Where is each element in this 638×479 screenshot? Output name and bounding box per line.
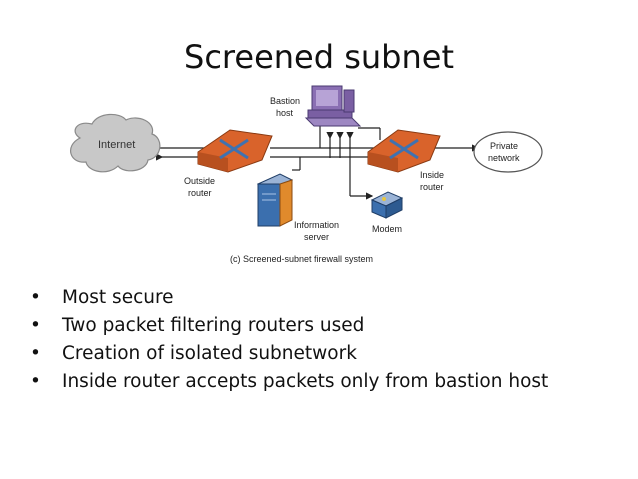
bullet-marker: • bbox=[30, 371, 41, 392]
slide-title: Screened subnet bbox=[184, 38, 454, 76]
bullet-text: Inside router accepts packets only from … bbox=[62, 371, 549, 392]
bullet-marker: • bbox=[30, 343, 41, 364]
screened-subnet-diagram: Internet Private network Outside router … bbox=[70, 85, 543, 264]
information-server-label-line2: server bbox=[304, 232, 329, 242]
inside-router-label-line2: router bbox=[420, 182, 444, 192]
bastion-host-label-line2: host bbox=[276, 108, 294, 118]
outside-router-label-line1: Outside bbox=[184, 176, 215, 186]
bullet-text: Most secure bbox=[62, 287, 174, 308]
outside-router-label-line2: router bbox=[188, 188, 212, 198]
bullet-list: • Most secure • Two packet filtering route… bbox=[30, 286, 548, 398]
inside-router-icon bbox=[367, 129, 441, 173]
inside-router-label-line1: Inside bbox=[420, 170, 444, 180]
bastion-host-label-line1: Bastion bbox=[270, 96, 300, 106]
bastion-host-computer-icon bbox=[304, 85, 362, 127]
bullet-marker: • bbox=[30, 315, 41, 336]
private-network-icon bbox=[473, 131, 543, 173]
private-network-label-line1: Private bbox=[490, 141, 518, 151]
bullet-text: Two packet filtering routers used bbox=[62, 315, 365, 336]
bullet-item: • Inside router accepts packets only from… bbox=[30, 370, 548, 398]
outside-router-icon bbox=[197, 129, 273, 173]
internet-label: Internet bbox=[98, 139, 135, 151]
network-links bbox=[154, 120, 480, 200]
modem-icon bbox=[370, 191, 404, 219]
bullet-item: • Two packet filtering routers used bbox=[30, 314, 548, 342]
bullet-item: • Creation of isolated subnetwork bbox=[30, 342, 548, 370]
modem-label: Modem bbox=[372, 224, 402, 234]
information-server-icon bbox=[256, 173, 294, 227]
bullet-text: Creation of isolated subnetwork bbox=[62, 343, 357, 364]
internet-cloud-icon bbox=[70, 113, 161, 173]
information-server-label-line1: Information bbox=[294, 220, 339, 230]
bullet-item: • Most secure bbox=[30, 286, 548, 314]
diagram-caption: (c) Screened-subnet firewall system bbox=[230, 254, 373, 264]
bullet-marker: • bbox=[30, 287, 41, 308]
private-network-label-line2: network bbox=[488, 153, 520, 163]
